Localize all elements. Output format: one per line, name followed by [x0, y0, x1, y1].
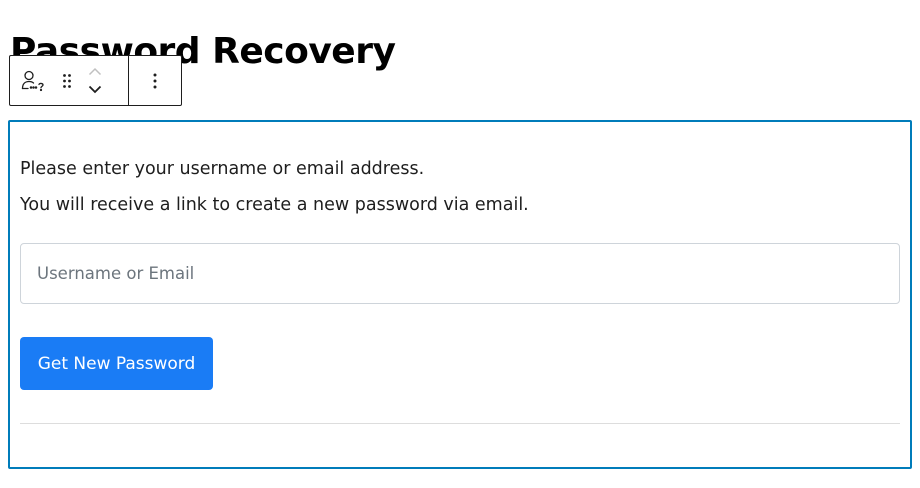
toolbar-group-main [10, 56, 129, 105]
get-new-password-button[interactable]: Get New Password [20, 337, 213, 390]
move-up-button[interactable] [83, 63, 107, 81]
chevron-down-icon [88, 85, 102, 94]
more-vertical-icon [153, 73, 157, 89]
divider [20, 423, 900, 424]
instruction-text-line-1: Please enter your username or email addr… [20, 159, 425, 179]
drag-handle-button[interactable] [56, 56, 78, 105]
chevron-up-icon [88, 67, 102, 76]
user-question-icon [20, 69, 46, 93]
drag-handle-icon [62, 73, 72, 89]
password-recovery-block[interactable]: Please enter your username or email addr… [8, 120, 912, 469]
block-movers [78, 56, 112, 105]
username-email-input[interactable] [20, 243, 900, 304]
instruction-text-line-2: You will receive a link to create a new … [20, 195, 529, 215]
block-toolbar [9, 55, 182, 106]
block-options-button[interactable] [129, 56, 181, 105]
block-type-button[interactable] [10, 56, 56, 105]
toolbar-group-options [129, 56, 181, 105]
move-down-button[interactable] [83, 81, 107, 99]
